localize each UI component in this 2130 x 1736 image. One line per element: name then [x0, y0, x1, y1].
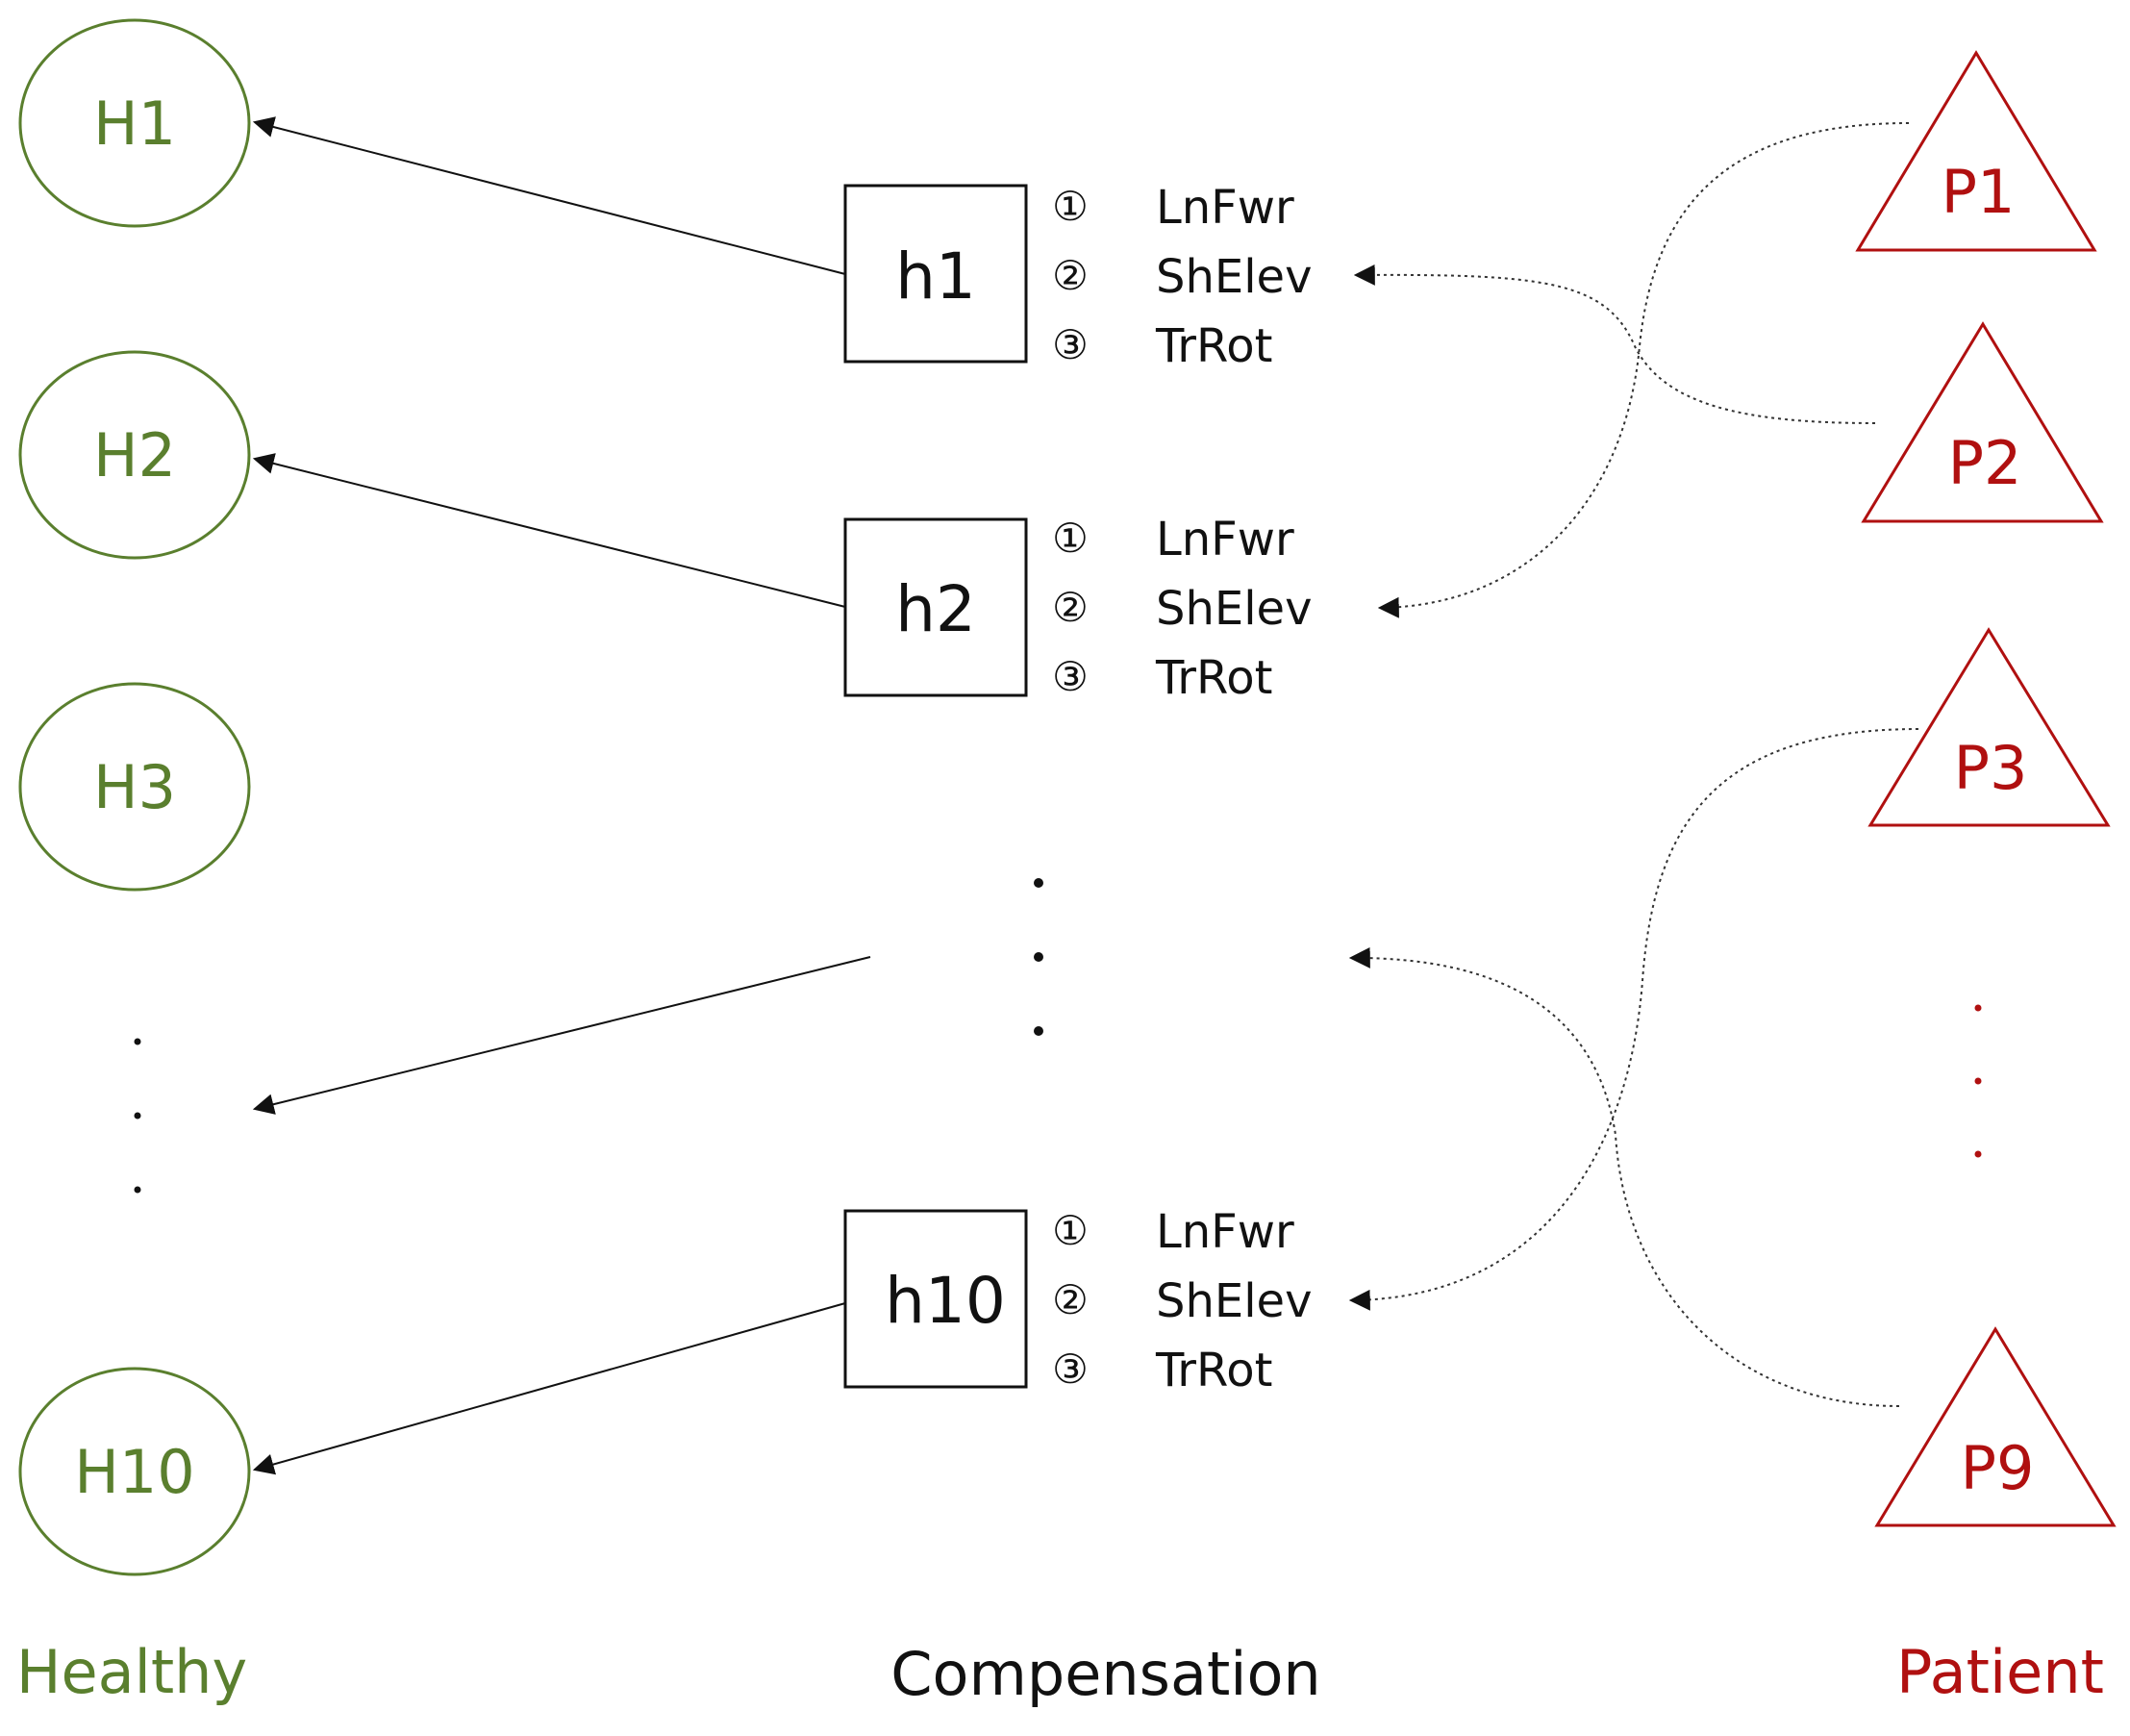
compensation-column-label: Compensation	[890, 1639, 1320, 1709]
healthy-node-label: H1	[93, 88, 176, 159]
arrow-P3-to-h10	[1348, 728, 1919, 1311]
healthy-node-label: H10	[74, 1437, 195, 1507]
compensation-box-h10: h10	[843, 1209, 1028, 1389]
arrow-ellipsis-to-healthy	[252, 956, 871, 1115]
healthy-column-label: Healthy	[16, 1637, 247, 1707]
healthy-ellipsis	[134, 1038, 141, 1194]
feature-name: TrRot	[1155, 1344, 1272, 1397]
patient-node-P3: P3	[1867, 627, 2111, 827]
arrow-P9-to-ellipsis	[1348, 946, 1900, 1407]
feature-list-h10: ① LnFwr ② ShElev ③ TrRot	[1052, 1205, 1312, 1397]
healthy-node-H1: H1	[18, 18, 251, 228]
compensation-box-label: h2	[895, 572, 976, 646]
patient-column-label: Patient	[1896, 1637, 2104, 1707]
feature-name: ShElev	[1156, 582, 1313, 636]
feature-name: TrRot	[1155, 651, 1272, 705]
patient-node-label: P2	[1948, 428, 2022, 498]
patient-node-P2: P2	[1861, 321, 2104, 523]
patient-node-label: P3	[1954, 733, 2028, 803]
patient-node-label: P9	[1961, 1433, 2035, 1503]
feature-number: ③	[1052, 653, 1089, 700]
feature-number: ①	[1052, 1207, 1089, 1254]
compensation-box-label: h1	[895, 239, 976, 314]
feature-number: ③	[1052, 1346, 1089, 1393]
arrow-h2-to-H2	[252, 453, 846, 608]
feature-number: ②	[1052, 584, 1089, 631]
feature-name: LnFwr	[1156, 1205, 1294, 1259]
feature-list-h2: ① LnFwr ② ShElev ③ TrRot	[1052, 513, 1312, 705]
healthy-node-label: H3	[93, 752, 176, 822]
feature-number: ①	[1052, 183, 1089, 230]
feature-name: LnFwr	[1156, 513, 1294, 566]
arrow-P1-to-h2	[1377, 122, 1910, 618]
compensation-box-h2: h2	[843, 517, 1028, 697]
patient-node-label: P1	[1942, 157, 2016, 227]
arrow-h1-to-H1	[252, 116, 846, 275]
patient-node-P9: P9	[1874, 1326, 2117, 1527]
healthy-node-H2: H2	[18, 350, 251, 560]
feature-number: ②	[1052, 252, 1089, 299]
feature-name: LnFwr	[1156, 181, 1294, 235]
feature-name: ShElev	[1156, 250, 1313, 304]
healthy-node-H3: H3	[18, 682, 251, 892]
feature-number: ①	[1052, 515, 1089, 562]
feature-name: ShElev	[1156, 1274, 1313, 1328]
compensation-box-label: h10	[885, 1264, 1006, 1338]
compensation-box-h1: h1	[843, 184, 1028, 364]
feature-list-h1: ① LnFwr ② ShElev ③ TrRot	[1052, 181, 1312, 373]
feature-number: ②	[1052, 1276, 1089, 1323]
arrow-h10-to-H10	[252, 1302, 846, 1475]
patient-ellipsis	[1974, 1004, 1982, 1158]
arrow-P2-to-h1	[1353, 264, 1876, 424]
feature-number: ③	[1052, 321, 1089, 368]
compensation-ellipsis	[1034, 878, 1043, 1036]
patient-node-P1: P1	[1855, 50, 2097, 252]
feature-name: TrRot	[1155, 319, 1272, 373]
healthy-node-H10: H10	[18, 1367, 251, 1576]
healthy-node-label: H2	[93, 420, 176, 491]
